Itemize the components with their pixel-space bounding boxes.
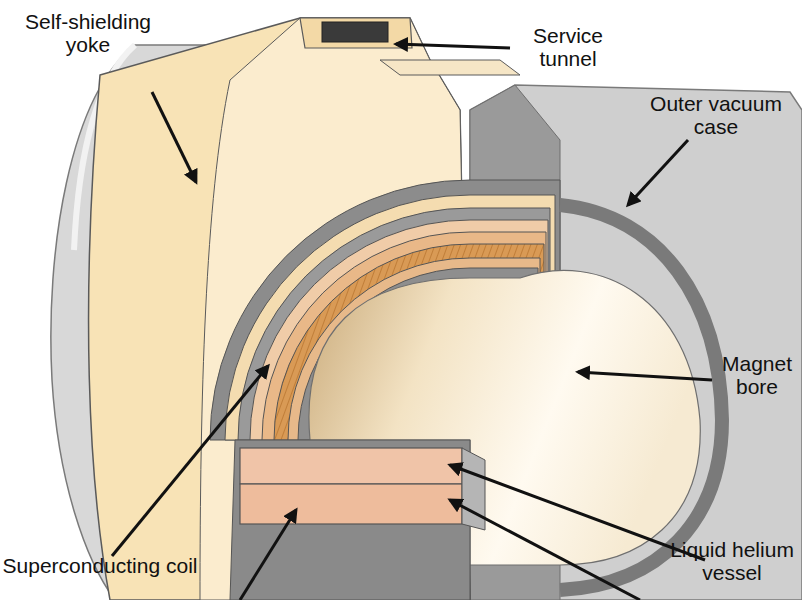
- service-tunnel: [300, 18, 412, 48]
- coil-block: [240, 448, 462, 484]
- callout-label: Outer vacuum case: [632, 92, 800, 138]
- top-plate: [380, 60, 520, 75]
- tunnel-opening: [322, 22, 388, 42]
- callout-label: Self-shielding yoke: [2, 10, 174, 56]
- leader-line: [450, 500, 640, 600]
- leader-arrows: [112, 44, 712, 600]
- leader-line: [628, 140, 688, 205]
- leader-line: [112, 366, 268, 556]
- callout-label: Magnet bore: [712, 352, 802, 398]
- leader-line: [396, 44, 510, 48]
- leader-line: [240, 510, 296, 600]
- leader-line: [450, 465, 705, 560]
- leader-line: [152, 92, 196, 182]
- lower-wall: [230, 440, 470, 600]
- leader-line: [578, 372, 712, 380]
- callout-label: Service tunnel: [512, 24, 624, 70]
- vessel-block: [240, 484, 462, 524]
- bore-rim: [560, 205, 722, 590]
- callout-label: Liquid helium vessel: [664, 538, 800, 584]
- callout-label: Superconducting coil: [0, 554, 200, 577]
